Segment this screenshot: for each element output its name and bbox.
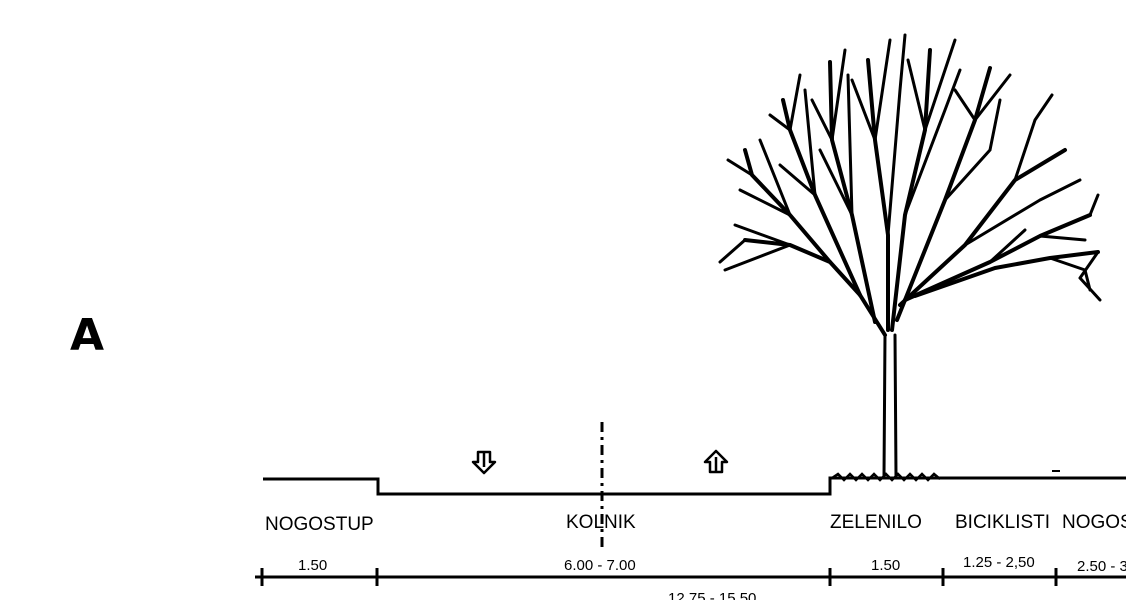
width-nogostup-right: 2.50 - 3 [1077,558,1126,575]
width-biciklisti: 1.25 - 2,50 [963,554,1035,571]
zone-label-nogostup-right: NOGOSTUP [1062,512,1126,533]
zone-label-biciklisti: BICIKLISTI [955,512,1050,533]
section-label: A [70,310,104,361]
ground-profile [263,470,1126,496]
total-width: 12.75 - 15.50 [668,590,756,600]
grass-strip [831,472,941,482]
width-kolnik: 6.00 - 7.00 [564,557,636,574]
tree-icon [718,33,1102,478]
dimension-line [255,568,1126,586]
lane-direction-up-icon [703,449,729,474]
width-nogostup-left: 1.50 [298,557,327,574]
zone-label-nogostup-left: NOGOSTUP [265,514,374,535]
width-zelenilo: 1.50 [871,557,900,574]
zone-labels: NOGOSTUP KOLNIK ZELENILO BICIKLISTI NOGO… [265,512,1126,535]
zone-label-kolnik: KOLNIK [566,512,636,533]
lane-direction-down-icon [471,450,497,475]
zone-label-zelenilo: ZELENILO [830,512,922,533]
dimension-values: 1.50 6.00 - 7.00 1.50 1.25 - 2,50 2.50 -… [298,554,1126,600]
